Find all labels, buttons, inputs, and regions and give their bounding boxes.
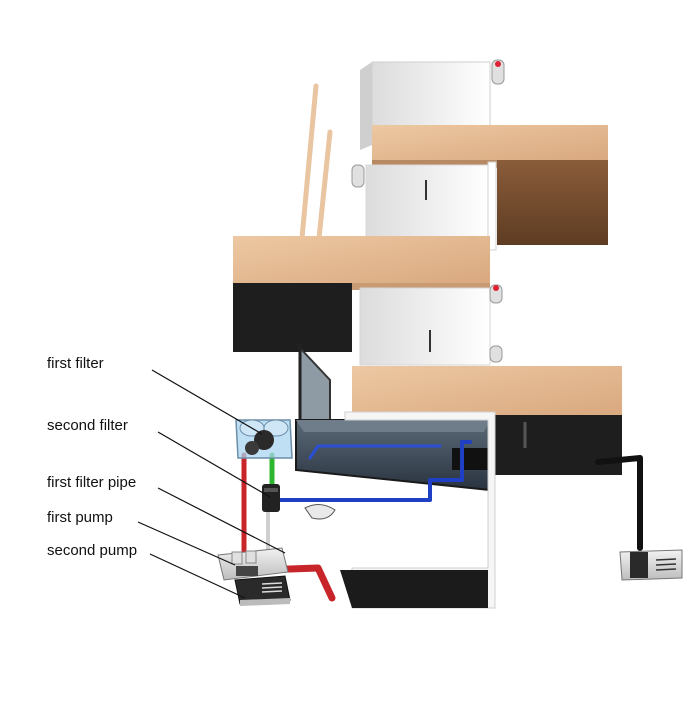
leader-first-filter: [151, 369, 263, 435]
leader-lines: [137, 369, 286, 599]
second-filter: [262, 484, 280, 512]
middle-shelf-module: [233, 161, 497, 352]
base-black-bottom: [340, 570, 488, 608]
leader-first-filter-pipe: [157, 487, 286, 554]
middle-shell-back: [365, 164, 491, 246]
middle-black-block: [233, 283, 352, 352]
label-first-pump: first pump: [47, 509, 113, 526]
second-pump: [234, 575, 291, 606]
leader-second-filter: [157, 431, 271, 498]
label-second-filter: second filter: [47, 417, 128, 434]
base-shell: [340, 411, 496, 609]
lower-shelf-module: [352, 284, 622, 475]
first-pump: [217, 547, 289, 581]
dowel-rods: [299, 83, 333, 241]
top-wood-face: [372, 125, 608, 160]
lower-wood-face: [352, 366, 622, 415]
middle-wood-face: [233, 236, 490, 283]
label-first-filter-pipe: first filter pipe: [47, 474, 137, 491]
blue-return-pipe: [274, 440, 472, 502]
leader-second-pump: [149, 553, 246, 599]
dowel-rod-right: [316, 129, 333, 241]
tube-clamp-icon: [304, 504, 336, 520]
middle-hinge-icon: [351, 164, 365, 188]
leader-first-pump: [137, 521, 236, 566]
external-pump: [619, 549, 683, 581]
blue-inner-pipe: [308, 444, 442, 460]
lower-shell-back: [359, 287, 491, 366]
label-first-filter: first filter: [47, 355, 104, 372]
top-wood-side: [497, 160, 608, 245]
first-filter: [235, 419, 293, 459]
top-hinge-dot: [495, 61, 501, 67]
label-second-pump: second pump: [47, 542, 138, 559]
aquarium-tank: [295, 344, 491, 492]
tank-pump-mount: [452, 448, 488, 470]
top-shell-side: [360, 62, 372, 150]
dowel-rod-left: [299, 83, 319, 241]
top-hinge-icon: [491, 59, 505, 85]
external-pump-hose: [595, 455, 643, 551]
first-filter-core: [254, 430, 274, 450]
external-pump-body: [619, 549, 683, 581]
lower-black-block: [495, 415, 622, 475]
